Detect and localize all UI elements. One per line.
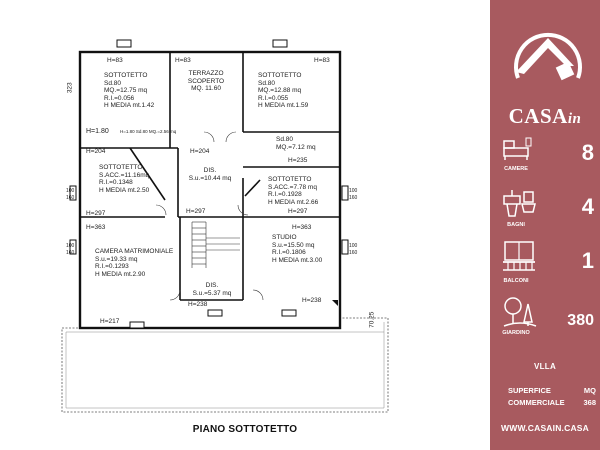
dim-label: H=217 [100, 318, 120, 325]
room-label: DIS. S.u.=5.37 mq [192, 282, 232, 297]
floor-plan-drawing [61, 39, 389, 413]
house-logo-icon [514, 32, 582, 81]
room-label: STUDIO S.u.=15.50 mq R.I.=0.1806 H MEDIA… [272, 234, 323, 264]
dim-label: 323 [66, 82, 74, 94]
feature-value: 4 [581, 194, 594, 219]
floor-plan: H=83 H=83 H=83 323 H=1.80 H=204 H=204 H=… [61, 39, 389, 435]
balcony-icon [503, 241, 535, 271]
dim-label: H=238 [302, 297, 322, 304]
dim-label: H=1.80 Sd.80 MQ.=2.56 mq [120, 129, 177, 134]
feature-garden: GIARDINO 380 [490, 294, 600, 340]
dim-label: 100 [66, 243, 75, 249]
sidebar: CASAin CAMERE 8 BAGNI 4 [490, 0, 600, 450]
room-label: Sd.80 MQ.=7.12 mq [276, 136, 316, 151]
feature-caption: BALCONI [503, 278, 529, 284]
dim-label: 100 [66, 188, 75, 194]
room-label: SOTTOTETTO Sd.80 MQ.=12.88 mq R.I.=0.055… [258, 72, 309, 109]
room-label: DIS. S.u.=10.44 mq [188, 167, 232, 182]
dim-label: H=1.80 [86, 128, 109, 135]
feature-balconies: BALCONI 1 [490, 240, 600, 290]
dim-label: H=204 [86, 148, 106, 155]
feature-caption: BAGNI [507, 222, 525, 228]
feature-value: 380 [567, 312, 594, 329]
casain-logo: CASAin [508, 16, 588, 128]
dim-label: H=83 [314, 57, 330, 64]
surface-label: SUPERFICE [508, 386, 551, 395]
dim-label: H=363 [292, 224, 312, 231]
dim-label: 160 [66, 195, 75, 201]
dim-label: 160 [349, 250, 358, 256]
room-label: SOTTOTETTO S.ACC.=7.78 mq R.I.=0.1928 H … [268, 176, 319, 206]
bathroom-icon [503, 190, 536, 217]
feature-caption: GIARDINO [502, 330, 530, 336]
dim-label: 70.25 [368, 311, 376, 328]
dim-label: H=204 [190, 148, 210, 155]
surface-value: 368 [583, 398, 596, 407]
room-label: CAMERA MATRIMONIALE S.u.=19.33 mq R.I.=0… [95, 248, 174, 278]
dim-label: H=235 [288, 157, 308, 164]
dim-label: H=83 [175, 57, 191, 64]
bed-icon [503, 137, 532, 160]
plan-title: PIANO SOTTOTETTO [192, 424, 298, 435]
feature-value: 8 [581, 140, 594, 165]
dim-label: 160 [349, 195, 358, 201]
surface-unit: MQ [583, 386, 596, 395]
dim-label: H=297 [86, 210, 106, 217]
room-label: SOTTOTETTO Sd.80 MQ.=12.75 mq R.I.=0.056… [104, 72, 155, 109]
dim-label: 100 [349, 243, 358, 249]
dim-label: H=238 [188, 301, 208, 308]
dim-label: 100 [349, 188, 358, 194]
dim-label: H=297 [186, 208, 206, 215]
property-type: VLLA [533, 362, 557, 371]
dim-label: H=363 [86, 224, 106, 231]
brand-name: CASAin [508, 104, 582, 128]
dim-label: 160 [66, 250, 75, 256]
room-label: TERRAZZO SCOPERTO MQ. 11.60 [187, 70, 225, 92]
dim-label: H=83 [107, 57, 123, 64]
website-link[interactable]: WWW.CASAIN.CASA [501, 423, 589, 433]
feature-value: 1 [581, 248, 594, 273]
garden-icon [503, 297, 537, 327]
feature-bathrooms: BAGNI 4 [490, 186, 600, 234]
dim-label: H=297 [288, 208, 308, 215]
surface-label: COMMERCIALE [508, 398, 565, 407]
feature-bedrooms: CAMERE 8 [490, 136, 600, 180]
room-label: SOTTOTETTO S.ACC.=11.16mq R.I.=0.1348 H … [99, 164, 150, 194]
feature-caption: CAMERE [504, 166, 528, 172]
